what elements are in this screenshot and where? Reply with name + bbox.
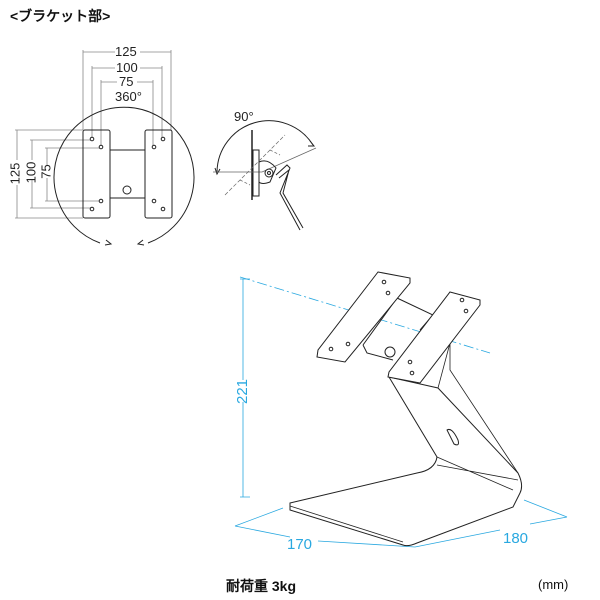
stand: [234, 271, 568, 548]
dim-stand-width: 170: [287, 536, 313, 553]
dim-height-125: 125: [7, 162, 23, 185]
dim-stand-depth: 180: [503, 530, 529, 547]
dim-width-75: 75: [119, 74, 134, 89]
bracket-side-view: [213, 120, 317, 231]
bracket-front-view: [15, 50, 195, 246]
dim-height-75: 75: [38, 164, 54, 179]
dim-stand-height: 221: [234, 378, 252, 405]
section-title: <ブラケット部>: [10, 8, 111, 24]
dim-width-100: 100: [116, 60, 138, 75]
unit-label: (mm): [538, 577, 569, 592]
load-capacity: 耐荷重 3kg: [226, 578, 297, 594]
dim-height-100: 100: [23, 161, 39, 184]
dim-width-125: 125: [115, 44, 137, 59]
dim-tilt: 90°: [234, 109, 254, 124]
dim-rotation: 360°: [115, 89, 142, 104]
